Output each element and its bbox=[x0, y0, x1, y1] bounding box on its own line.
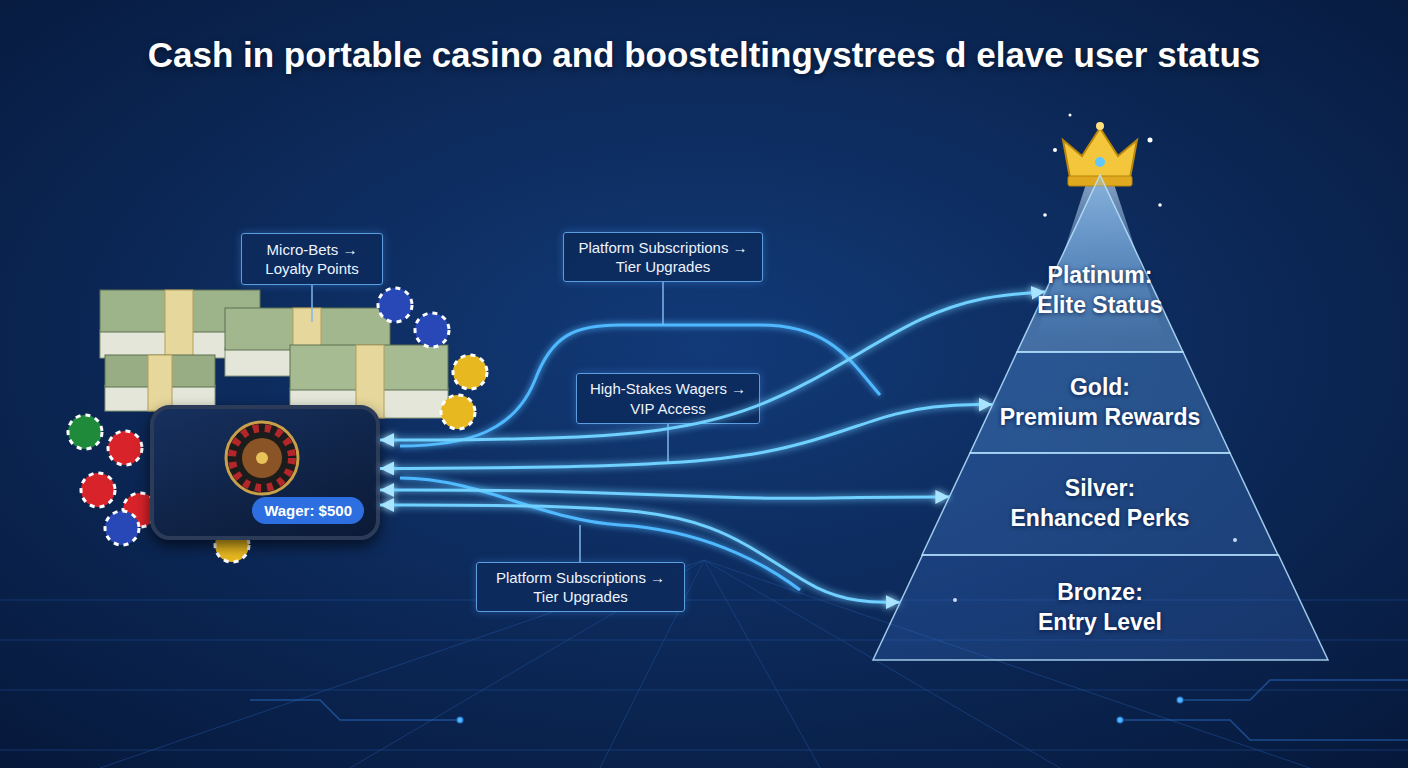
flow-arrow bbox=[380, 505, 900, 602]
circuit-node bbox=[457, 717, 463, 723]
data-streams bbox=[400, 325, 880, 590]
callout-box: Platform Subscriptions → Tier Upgrades bbox=[563, 232, 763, 282]
tier-description: Premium Rewards bbox=[1000, 403, 1201, 433]
bill-edges bbox=[225, 348, 390, 376]
diagram-title: Cash in portable casino and boosteltingy… bbox=[0, 34, 1408, 76]
flow-arrow bbox=[380, 405, 993, 469]
pyramid-tier: Bronze:Entry Level bbox=[873, 555, 1328, 660]
roulette-wheel bbox=[226, 422, 298, 494]
grid-line bbox=[0, 750, 1408, 751]
circuit-node bbox=[1117, 717, 1123, 723]
poker-chip bbox=[378, 288, 412, 322]
pyramid-tier: Platinum:Elite Status bbox=[985, 175, 1215, 352]
bill-edges bbox=[100, 330, 260, 358]
money-stack bbox=[225, 308, 390, 376]
circuit-trace bbox=[1120, 720, 1408, 740]
leader-line bbox=[667, 424, 669, 462]
callout-text: High-Stakes Wagers → VIP Access bbox=[585, 379, 751, 418]
tier-name: Bronze: bbox=[1057, 578, 1143, 608]
tier-description: Entry Level bbox=[1038, 608, 1162, 638]
money-stacks bbox=[100, 290, 448, 418]
callout-box: High-Stakes Wagers → VIP Access bbox=[576, 373, 760, 424]
callout-text: Platform Subscriptions → Tier Upgrades bbox=[572, 238, 754, 277]
tier-name: Silver: bbox=[1065, 474, 1135, 504]
wheel-rim bbox=[226, 422, 298, 494]
sparkle bbox=[1043, 213, 1047, 217]
wager-label: Wager: $500 bbox=[252, 497, 364, 525]
tier-outline bbox=[970, 352, 1230, 453]
leader-line bbox=[662, 282, 664, 325]
wheel-center bbox=[242, 438, 282, 478]
tier-description: Enhanced Perks bbox=[1011, 504, 1190, 534]
phone-screen: Wager: $500 bbox=[150, 405, 380, 540]
circuit-trace bbox=[250, 700, 460, 720]
poker-chip bbox=[415, 313, 449, 347]
sparkle bbox=[1069, 114, 1072, 117]
pyramid-tier: Gold:Premium Rewards bbox=[970, 352, 1230, 453]
grid-line bbox=[100, 560, 704, 768]
sparkle bbox=[1053, 148, 1057, 152]
tier-band bbox=[873, 555, 1328, 660]
leader-line bbox=[579, 525, 581, 562]
circuit-trace bbox=[1180, 680, 1408, 700]
tier-band bbox=[922, 453, 1278, 555]
flow-arrow bbox=[380, 292, 1045, 440]
money-band bbox=[293, 308, 321, 376]
tier-description: Elite Status bbox=[1037, 291, 1162, 321]
wheel-pockets bbox=[232, 428, 292, 488]
poker-chip bbox=[453, 355, 487, 389]
money-stack bbox=[100, 290, 260, 358]
callout-box: Micro-Bets → Loyalty Points bbox=[241, 233, 383, 285]
bill-face bbox=[100, 290, 260, 332]
grid-line bbox=[704, 560, 820, 768]
bill-face bbox=[105, 355, 215, 387]
tier-band bbox=[970, 352, 1230, 453]
circuit-node bbox=[1177, 697, 1183, 703]
poker-chip bbox=[105, 511, 139, 545]
pyramid-tier: Silver:Enhanced Perks bbox=[922, 453, 1278, 555]
callout-box: Platform Subscriptions → Tier Upgrades bbox=[476, 562, 685, 612]
callout-text: Platform Subscriptions → Tier Upgrades bbox=[485, 568, 676, 607]
grid-line bbox=[350, 560, 704, 768]
decorative-stream bbox=[400, 325, 880, 446]
connectors bbox=[380, 292, 1045, 602]
callout-text: Micro-Bets → Loyalty Points bbox=[250, 240, 374, 279]
sparkle bbox=[1158, 203, 1162, 207]
money-band bbox=[148, 355, 172, 411]
poker-chip bbox=[108, 431, 142, 465]
bill-face bbox=[225, 308, 390, 350]
poker-chip bbox=[81, 473, 115, 507]
poker-chip bbox=[441, 395, 475, 429]
poker-chip bbox=[68, 415, 102, 449]
tier-band bbox=[1017, 175, 1183, 352]
sparkle bbox=[1148, 138, 1153, 143]
crown-gem bbox=[1095, 157, 1105, 167]
tier-outline bbox=[873, 555, 1328, 660]
crown-tip bbox=[1096, 122, 1104, 130]
money-band bbox=[165, 290, 193, 358]
money-stack bbox=[105, 355, 215, 411]
bill-face bbox=[290, 345, 448, 390]
tier-outline bbox=[922, 453, 1278, 555]
tier-name: Platinum: bbox=[1048, 261, 1153, 291]
circuit-traces bbox=[250, 680, 1408, 740]
grid-line bbox=[0, 690, 1408, 691]
poker-chips bbox=[68, 288, 487, 562]
leader-line bbox=[311, 285, 313, 322]
flow-arrow bbox=[380, 490, 949, 498]
crown-body bbox=[1063, 128, 1137, 178]
tier-name: Gold: bbox=[1070, 373, 1130, 403]
wheel-spindle bbox=[256, 452, 268, 464]
